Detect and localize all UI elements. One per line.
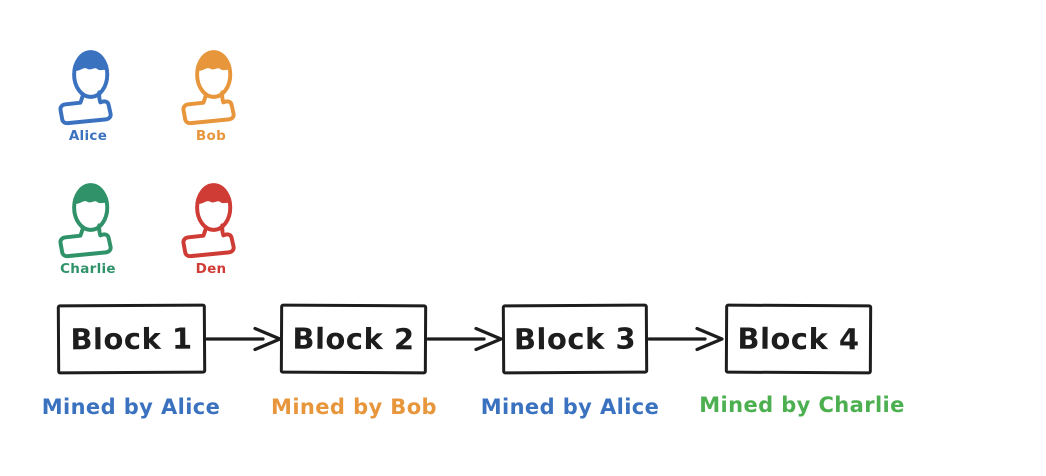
miner-name-label: Alice <box>68 128 108 144</box>
miner-charlie: Charlie <box>49 173 127 277</box>
mined-by-label-2: Mined by Bob <box>271 395 437 419</box>
block-label: Block 4 <box>737 321 860 357</box>
mined-by-label-3: Mined by Alice <box>480 395 660 419</box>
block-2: Block 2 <box>279 303 428 375</box>
block-3: Block 3 <box>501 303 649 375</box>
miner-den: Den <box>172 173 250 277</box>
arrow-right-icon <box>647 326 724 352</box>
person-bust-icon <box>181 50 236 126</box>
block-label: Block 3 <box>513 321 637 357</box>
miner-bob: Bob <box>172 40 250 144</box>
block-4: Block 4 <box>724 303 873 375</box>
miner-alice: Alice <box>49 40 127 144</box>
block-1: Block 1 <box>56 303 207 375</box>
person-bust-icon <box>58 50 113 126</box>
person-bust-icon <box>181 183 236 259</box>
miner-name-label: Charlie <box>60 261 116 277</box>
block-label: Block 1 <box>70 321 193 357</box>
block-label: Block 2 <box>292 321 415 357</box>
person-bust-icon <box>58 183 113 259</box>
mined-by-label-1: Mined by Alice <box>41 395 221 419</box>
miner-name-label: Den <box>195 261 227 277</box>
arrow-right-icon <box>426 326 503 352</box>
arrow-right-icon <box>205 326 282 352</box>
miner-name-label: Bob <box>195 128 227 144</box>
mined-by-label-4: Mined by Charlie <box>699 393 905 417</box>
